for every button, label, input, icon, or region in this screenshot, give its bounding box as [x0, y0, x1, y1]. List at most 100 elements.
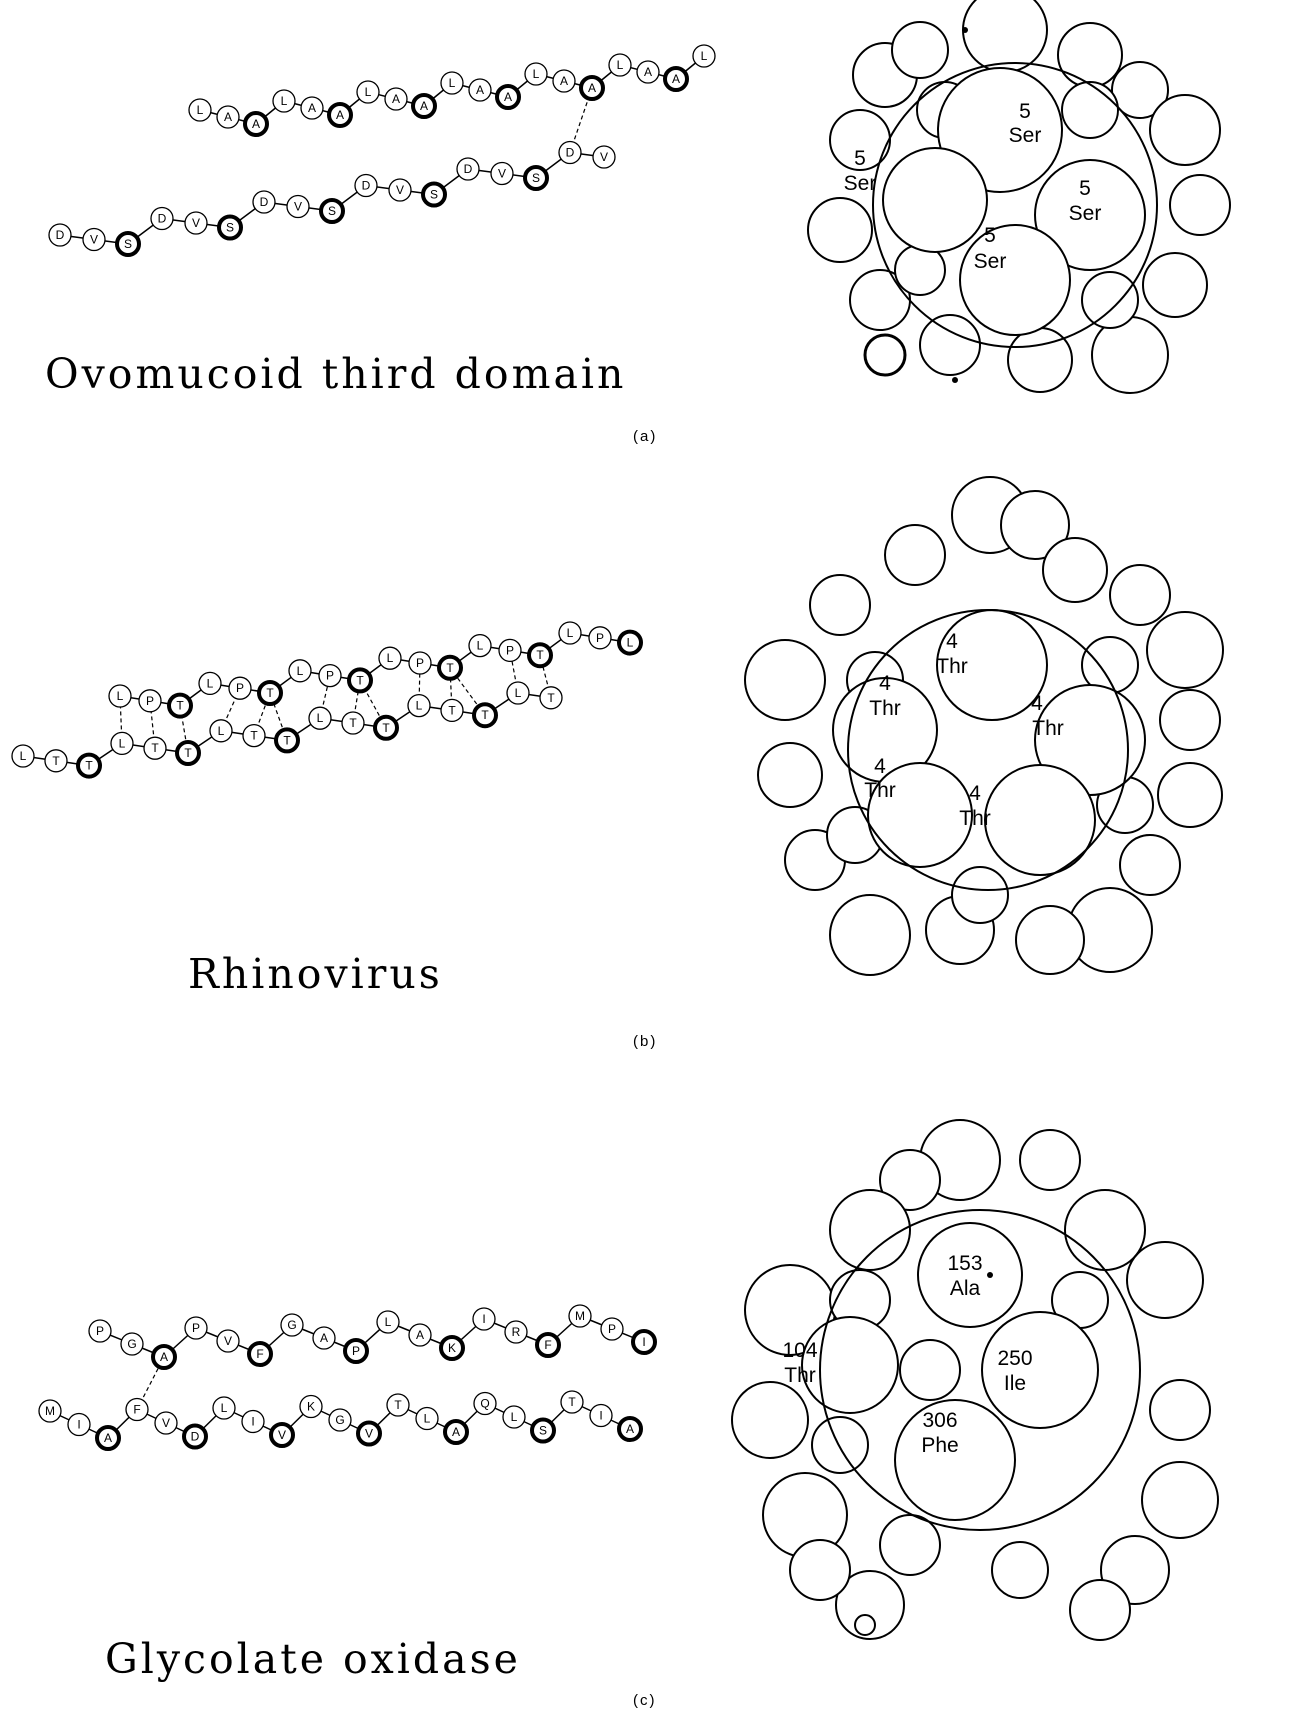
residue-node: I [68, 1414, 90, 1436]
residue-letter: V [498, 167, 506, 181]
residue-letter: L [416, 699, 423, 713]
barrel-residue-name: Phe [921, 1434, 958, 1457]
residue-letter: A [320, 1331, 328, 1345]
residue-letter: P [146, 694, 154, 708]
residue-letter: L [567, 626, 574, 640]
residue-letter: L [197, 103, 204, 117]
residue-letter: P [236, 681, 244, 695]
residue-letter: D [566, 146, 575, 160]
panel-tag: (b) [633, 1033, 657, 1050]
residue-letter: F [544, 1338, 551, 1352]
residue-letter: T [176, 699, 184, 713]
residue-letter: T [184, 746, 192, 760]
residue-letter: S [226, 221, 234, 235]
residue-letter: R [512, 1325, 521, 1339]
residue-letter: D [362, 179, 371, 193]
residue-letter: Q [480, 1397, 489, 1411]
residue-node: S [532, 1420, 554, 1442]
residue-node: L [357, 81, 379, 103]
residue-letter: A [626, 1422, 634, 1436]
residue-letter: A [672, 72, 680, 86]
barrel-residue-name: Ala [950, 1277, 981, 1300]
barrel-cross-section: 153 Ala 104 Thr 250 Ile 306 Phe [710, 1100, 1270, 1700]
barrel-residue-number: 306 [922, 1409, 957, 1432]
residue-node: T [177, 742, 199, 764]
residue-node: R [505, 1321, 527, 1343]
residue-letter: L [218, 724, 225, 738]
residue-node: V [389, 179, 411, 201]
residue-letter: D [158, 212, 167, 226]
residue-node: L [559, 622, 581, 644]
residue-node: T [243, 725, 265, 747]
residue-letter: L [221, 1401, 228, 1415]
residue-node: T [540, 687, 562, 709]
residue-node: L [111, 732, 133, 754]
residue-node: V [271, 1424, 293, 1446]
residue-letter: L [387, 651, 394, 665]
residue-node: D [355, 175, 377, 197]
residue-letter: T [536, 648, 544, 662]
residue-node: D [184, 1426, 206, 1448]
residue-letter: T [568, 1395, 576, 1409]
residue-letter: V [396, 183, 404, 197]
residue-letter: L [281, 94, 288, 108]
residue-node: A [665, 68, 687, 90]
residue-node: P [409, 652, 431, 674]
residue-node: I [473, 1308, 495, 1330]
residue-letter: T [481, 708, 489, 722]
residue-node: V [217, 1330, 239, 1352]
residue-node: T [375, 717, 397, 739]
residue-node: T [349, 669, 371, 691]
residue-node: A [313, 1327, 335, 1349]
residue-letter: A [336, 108, 344, 122]
residue-node: A [329, 104, 351, 126]
residue-letter: V [294, 200, 302, 214]
barrel-cross-section: 5 Ser 5 Ser 5 Ser 5 Ser [790, 0, 1250, 420]
residue-letter: T [266, 686, 274, 700]
residue-letter: D [260, 195, 269, 209]
residue-node: D [559, 142, 581, 164]
residue-letter: P [326, 669, 334, 683]
residue-node: A [97, 1427, 119, 1449]
residue-letter: V [192, 216, 200, 230]
barrel-residue-number: 4 [1031, 692, 1043, 715]
residue-letter: T [151, 741, 159, 755]
residue-letter: A [504, 90, 512, 104]
residue-node: L [416, 1408, 438, 1430]
residue-node: I [590, 1405, 612, 1427]
residue-letter: A [392, 92, 400, 106]
barrel-residue-name: Ser [1069, 202, 1102, 225]
residue-letter: T [446, 661, 454, 675]
residue-letter: L [617, 58, 624, 72]
residue-node: T [45, 750, 67, 772]
residue-node: Q [474, 1393, 496, 1415]
residue-node: A [153, 1346, 175, 1368]
residue-letter: L [207, 676, 214, 690]
residue-node: A [301, 97, 323, 119]
barrel-residue-name: Ser [1009, 124, 1042, 147]
residue-node: A [409, 1324, 431, 1346]
residue-node: A [581, 77, 603, 99]
residue-node: T [387, 1394, 409, 1416]
residue-node: A [413, 95, 435, 117]
residue-node: A [469, 79, 491, 101]
residue-letter: L [515, 686, 522, 700]
residue-letter: A [252, 117, 260, 131]
residue-node: L [408, 695, 430, 717]
residue-letter: T [52, 754, 60, 768]
barrel-residue-name: Thr [784, 1364, 816, 1387]
residue-node: F [249, 1343, 271, 1365]
helical-net-diagram: DVSDVSDVSDVSDVSDVLAALAALAALAALAALAAL [40, 100, 680, 340]
residue-letter: V [600, 150, 608, 164]
residue-letter: G [127, 1337, 136, 1351]
residue-node: A [553, 70, 575, 92]
barrel-residue-name: Thr [864, 779, 896, 802]
residue-letter: I [482, 1312, 485, 1326]
residue-letter: A [308, 101, 316, 115]
residue-node: L [210, 720, 232, 742]
residue-node: T [439, 657, 461, 679]
residue-node: T [474, 704, 496, 726]
barrel-residue-number: 5 [984, 224, 996, 247]
residue-node: S [117, 233, 139, 255]
residue-node: V [287, 196, 309, 218]
